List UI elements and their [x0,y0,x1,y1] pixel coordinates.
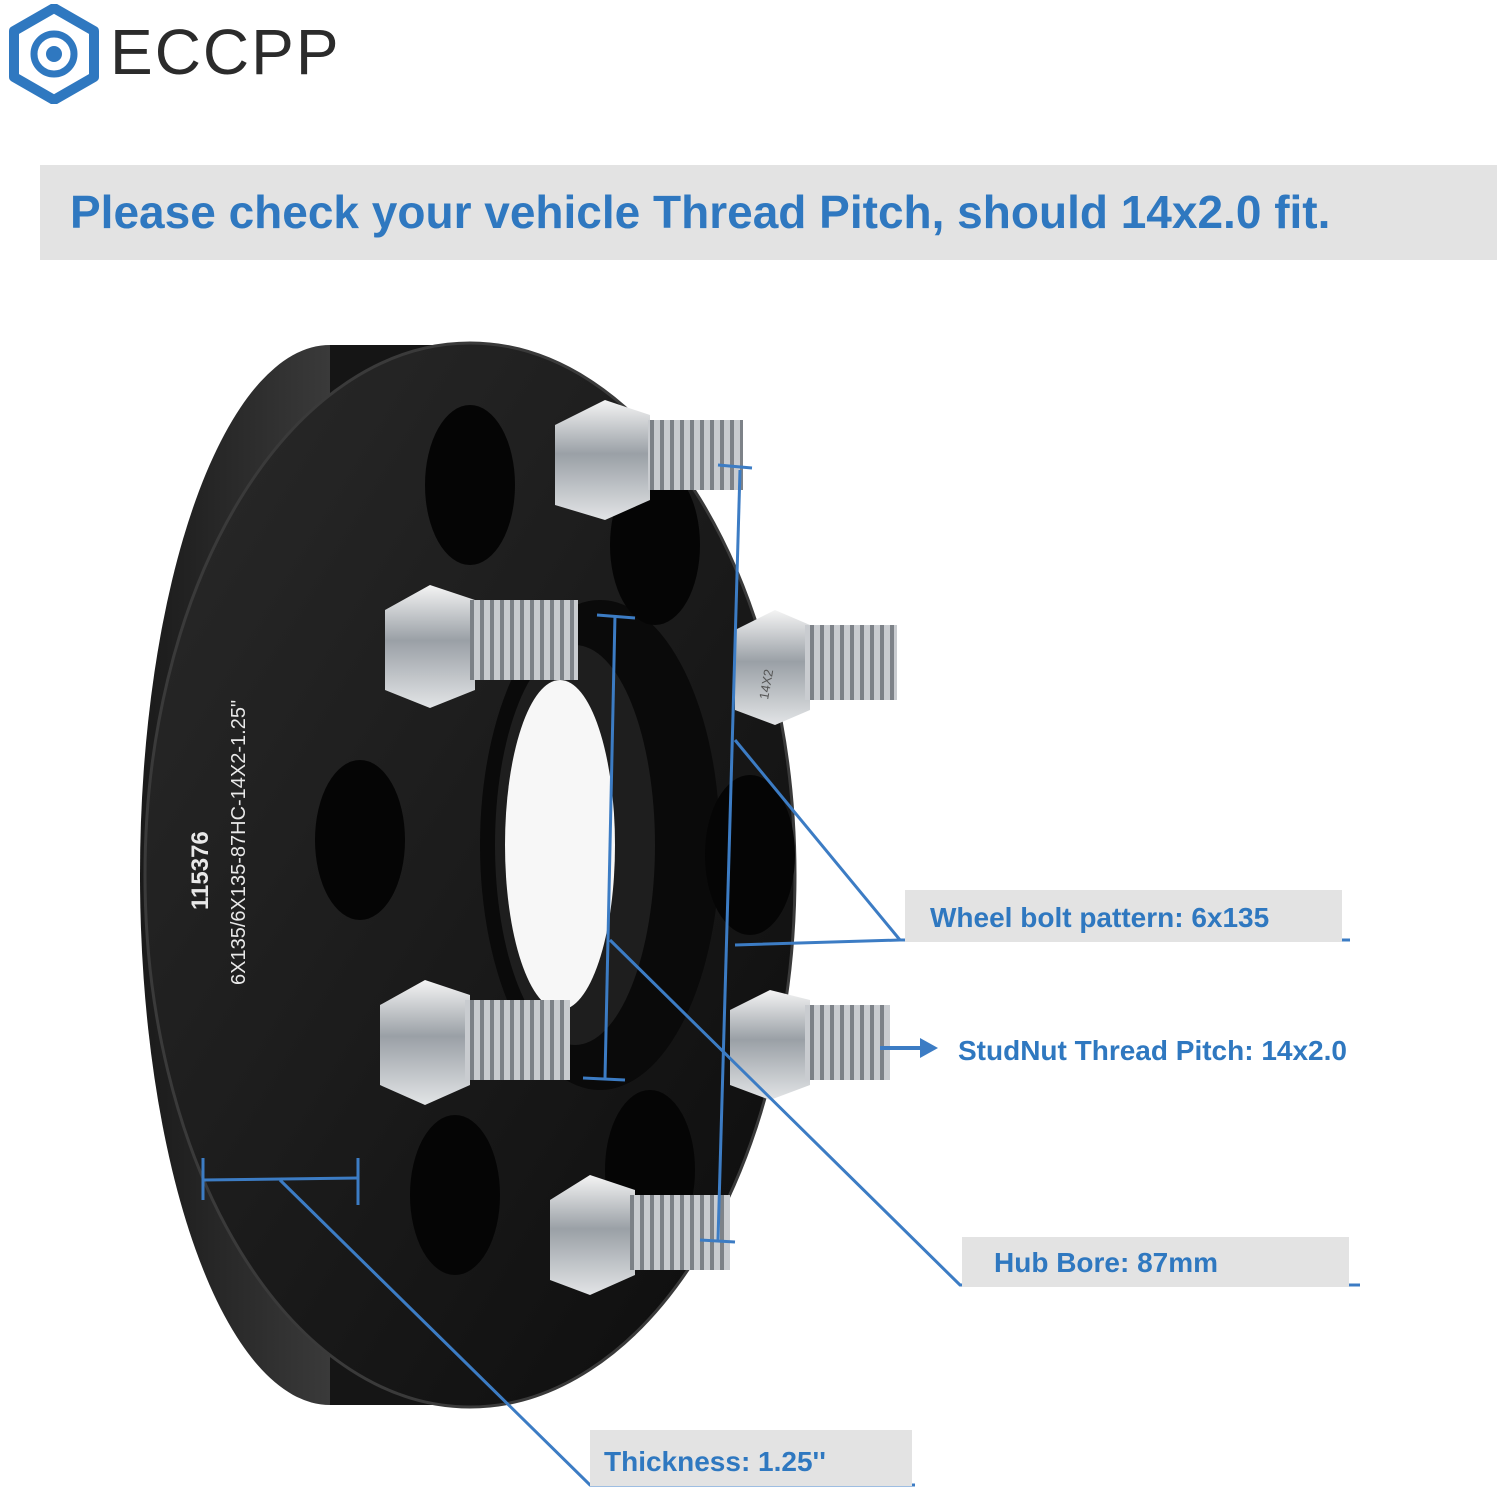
stud-top [555,400,743,520]
engraving-spec: 6X135/6X135-87HC-14X2-1.25" [228,700,250,985]
stud-marking: 14X2 [756,668,776,701]
stud-lower-right [730,990,890,1100]
thread-pitch-arrow [880,1038,938,1058]
thickness-callout: Thickness: 1.25'' [590,1430,912,1486]
bolt-pattern-callout: Wheel bolt pattern: 6x135 [905,890,1342,942]
thickness-label: Thickness: 1.25'' [604,1446,826,1477]
thread-pitch-label: StudNut Thread Pitch: 14x2.0 [958,1035,1347,1066]
brand-name: ECCPP [110,16,341,88]
stud-upper-right: 14X2 [735,610,897,725]
fitment-banner: Please check your vehicle Thread Pitch, … [40,165,1497,260]
stud-upper-left [385,585,578,708]
wheel-spacer-illustration: 115376 6X135/6X135-87HC-14X2-1.25" 14X2 [140,341,1360,1487]
brand-logo: ECCPP [0,0,400,110]
banner-text: Please check your vehicle Thread Pitch, … [70,186,1331,238]
hub-bore-callout: Hub Bore: 87mm [962,1237,1349,1287]
hub-bore-label: Hub Bore: 87mm [994,1247,1219,1278]
stud-lower-left [380,980,570,1105]
engraving-part-number: 115376 [187,831,214,910]
bolt-pattern-label: Wheel bolt pattern: 6x135 [930,902,1270,933]
stud-bottom [550,1175,730,1295]
hexagon-logo-icon [9,4,99,104]
